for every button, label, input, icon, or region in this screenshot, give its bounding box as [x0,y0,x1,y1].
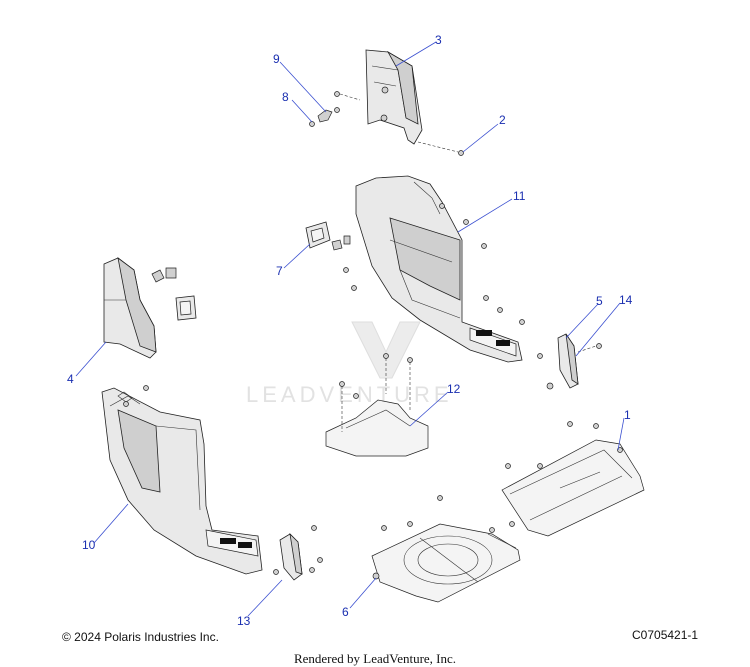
callout-7[interactable]: 7 [276,264,283,278]
callout-5[interactable]: 5 [596,294,603,308]
callout-14[interactable]: 14 [619,293,633,307]
callout-2[interactable]: 2 [499,113,506,127]
part-3-upper-panel [365,49,423,145]
rendered-by-text: Rendered by LeadVenture, Inc. [293,651,457,666]
callout-4[interactable]: 4 [67,372,74,386]
part-12-floor-plate [325,353,429,457]
callout-6[interactable]: 6 [342,605,349,619]
leadventure-watermark: LEADVENTURE [246,321,453,407]
part-10-console-side [101,385,263,575]
part-5-14-bracket [537,333,602,390]
callout-10[interactable]: 10 [82,538,96,552]
callout-13[interactable]: 13 [237,614,251,628]
callout-12[interactable]: 12 [447,382,461,396]
part-7-grommet [305,221,357,291]
callout-3[interactable]: 3 [435,33,442,47]
leader-lines [75,41,625,617]
part-1-skid-plate [501,421,645,537]
part-13-bracket [273,525,323,581]
callout-labels: 1 2 3 4 5 6 7 8 9 10 11 12 13 14 [67,33,633,628]
part-11-console-side [355,175,525,363]
callout-1[interactable]: 1 [624,408,631,422]
copyright-text: © 2024 Polaris Industries Inc. [62,630,219,644]
part-4-side-panel [103,257,197,359]
part-6-skid-plate [371,495,521,603]
diagram-code: C0705421-1 [632,628,699,642]
watermark-text: LEADVENTURE [246,382,453,407]
callout-8[interactable]: 8 [282,90,289,104]
callout-11[interactable]: 11 [513,189,526,203]
part-2-screw [417,141,464,156]
part-8-9-clip-hardware [309,91,361,127]
callout-9[interactable]: 9 [273,52,280,66]
